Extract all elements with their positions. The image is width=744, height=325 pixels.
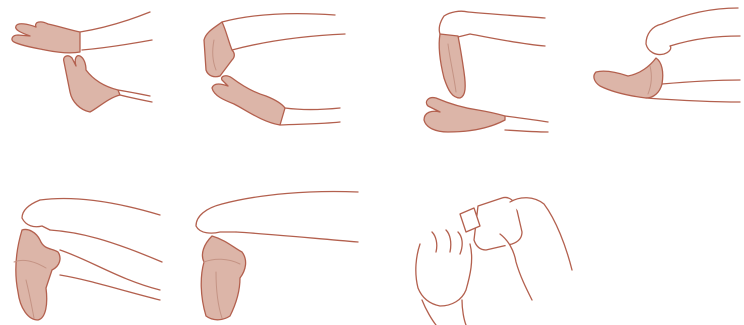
step-1-illustration <box>0 0 170 140</box>
step-6-illustration <box>190 180 360 325</box>
step-3-illustration <box>400 0 570 140</box>
step-7-illustration <box>400 180 572 325</box>
step-4-illustration <box>585 0 744 140</box>
step-2-illustration <box>185 0 355 140</box>
step-5-illustration <box>0 180 170 325</box>
